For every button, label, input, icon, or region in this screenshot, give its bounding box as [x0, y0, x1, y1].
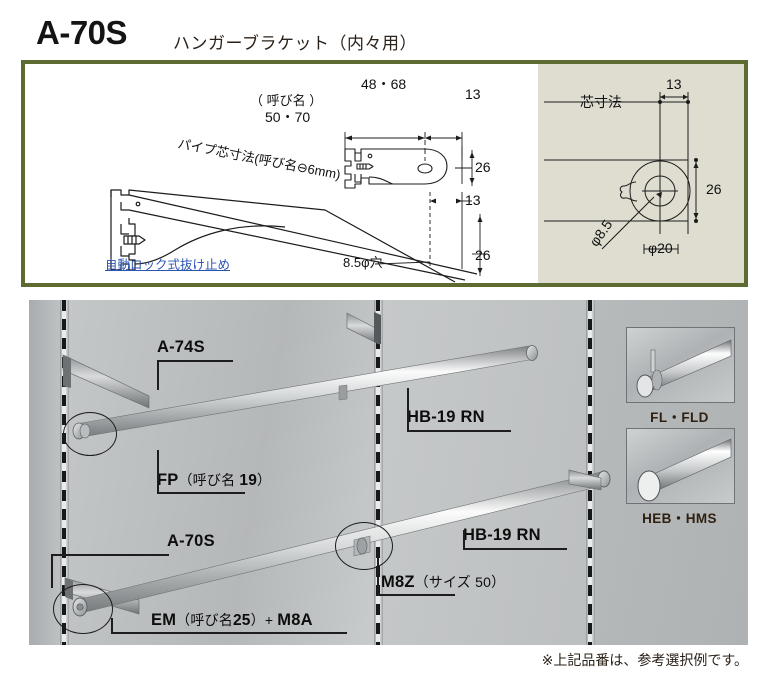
leader-hb19-lower-v — [463, 530, 465, 548]
section-title-label: 芯寸法 — [580, 94, 622, 110]
technical-drawing-panel: （ 呼び名 ） 50・70 パイプ芯寸法(呼び名⊖6mm) 自動ロック式抜け止め… — [21, 60, 748, 287]
leader-a74s-h — [157, 360, 233, 362]
photo-label-hb19rn-upper: HB-19 RN — [407, 408, 485, 427]
photo-label-fp: FP（呼び名 19） — [157, 470, 271, 490]
photo-label-m8z-sub-close: ） — [491, 574, 506, 590]
photo-label-hb19rn-upper-text: HB-19 RN — [407, 408, 485, 426]
section-dim-13-label: 13 — [666, 76, 682, 92]
photo-label-fp-sub-num: 19 — [239, 472, 258, 489]
product-photo-panel: A-74S FP（呼び名 19） HB-19 RN A-70S HB-19 RN… — [29, 300, 748, 645]
photo-label-em-main2: M8A — [277, 611, 313, 629]
section-dim-26-label: 26 — [706, 181, 722, 197]
nominal-callout-line1: （ 呼び名 ） — [250, 93, 323, 108]
leader-a70s-h — [51, 554, 169, 556]
lower-dimension-lines-svg — [374, 192, 487, 276]
front-section-svg — [544, 92, 699, 254]
leader-hb19-upper-h — [407, 430, 511, 432]
slot-rail-left — [60, 300, 69, 645]
photo-label-em-sub-close: ）+ — [250, 612, 278, 628]
thumbnail-fl-fld-caption: FL・FLD — [650, 410, 709, 425]
dim-26-top-label: 26 — [475, 159, 491, 175]
leader-em-h — [111, 632, 347, 634]
section-dim-phi20-label: φ20 — [648, 240, 673, 256]
photo-label-em-sub-open: （呼び名 — [176, 612, 233, 628]
leader-m8z-h — [377, 594, 455, 596]
photo-label-a74s: A-74S — [157, 338, 205, 357]
photo-label-m8z-main: M8Z — [381, 573, 415, 591]
photo-label-a70s: A-70S — [167, 532, 215, 551]
photo-label-m8z: M8Z（サイズ 50） — [381, 572, 505, 592]
leader-hb19-upper-v — [407, 388, 409, 430]
wall-panel-2 — [65, 300, 379, 645]
drawing-front-section-view: 芯寸法 13 26 φ8.5 φ20 — [538, 64, 744, 283]
leader-fp-v — [157, 450, 159, 492]
slot-rail-left-slots — [62, 300, 66, 645]
leader-fp-h — [157, 492, 245, 494]
dim-13-bottom-label: 13 — [465, 192, 481, 208]
slot-rail-mid — [374, 300, 383, 645]
slot-rail-right — [586, 300, 595, 645]
bracket-side-view-svg — [110, 132, 478, 283]
photo-label-fp-sub-close: ） — [257, 472, 272, 488]
thumbnail-heb-hms-image — [637, 438, 732, 502]
leader-hb19-lower-h — [463, 548, 567, 550]
wall-panel-1 — [29, 300, 65, 645]
auto-lock-label: 自動ロック式抜け止め — [105, 258, 231, 272]
thumbnail-fl-fld[interactable] — [626, 327, 735, 403]
page-title-code: A-70S — [36, 14, 128, 51]
thumbnail-heb-hms-caption: HEB・HMS — [642, 511, 717, 526]
page-title-name: ハンガーブラケット（内々用） — [173, 34, 417, 53]
drawing-side-views: （ 呼び名 ） 50・70 パイプ芯寸法(呼び名⊖6mm) 自動ロック式抜け止め… — [25, 64, 538, 283]
leader-a70s-v — [51, 554, 53, 588]
nominal-callout-line2: 50・70 — [265, 109, 311, 125]
photo-label-em-m8a: EM（呼び名25）+ M8A — [151, 610, 313, 630]
photo-label-hb19rn-lower-text: HB-19 RN — [463, 526, 541, 544]
photo-label-em-sub-num: 25 — [232, 612, 251, 629]
leader-m8z-v — [377, 552, 379, 594]
photo-label-m8z-sub-num: 50 — [475, 574, 492, 590]
slot-rail-mid-slots — [376, 300, 380, 645]
photo-label-hb19rn-lower: HB-19 RN — [463, 526, 541, 545]
photo-label-fp-main: FP — [157, 471, 179, 489]
leader-a74s-v — [157, 360, 159, 390]
photo-label-em-main: EM — [151, 611, 177, 629]
photo-label-m8z-sub-open: （サイズ — [414, 574, 476, 590]
dim-13-top-label: 13 — [465, 86, 481, 102]
photo-label-a70s-text: A-70S — [167, 532, 215, 550]
thumbnail-fl-fld-image — [636, 339, 732, 398]
slot-rail-right-slots — [588, 300, 592, 645]
footnote-text: ※上記品番は、参考選択例です。 — [541, 652, 748, 668]
thumbnail-heb-hms[interactable] — [626, 428, 735, 504]
dim-26-bottom-label: 26 — [475, 247, 491, 263]
callout-ring-fp — [63, 412, 117, 456]
callout-ring-em — [53, 584, 113, 634]
hole-diameter-label: 8.5φ穴 — [343, 255, 383, 270]
photo-label-a74s-text: A-74S — [157, 338, 205, 356]
photo-label-fp-sub-open: （呼び名 — [178, 472, 240, 488]
page-header: A-70S ハンガーブラケット（内々用） — [0, 0, 768, 58]
callout-ring-m8z — [335, 522, 393, 570]
leader-em-v — [111, 618, 113, 632]
dim-length-label: 48・68 — [361, 76, 407, 92]
